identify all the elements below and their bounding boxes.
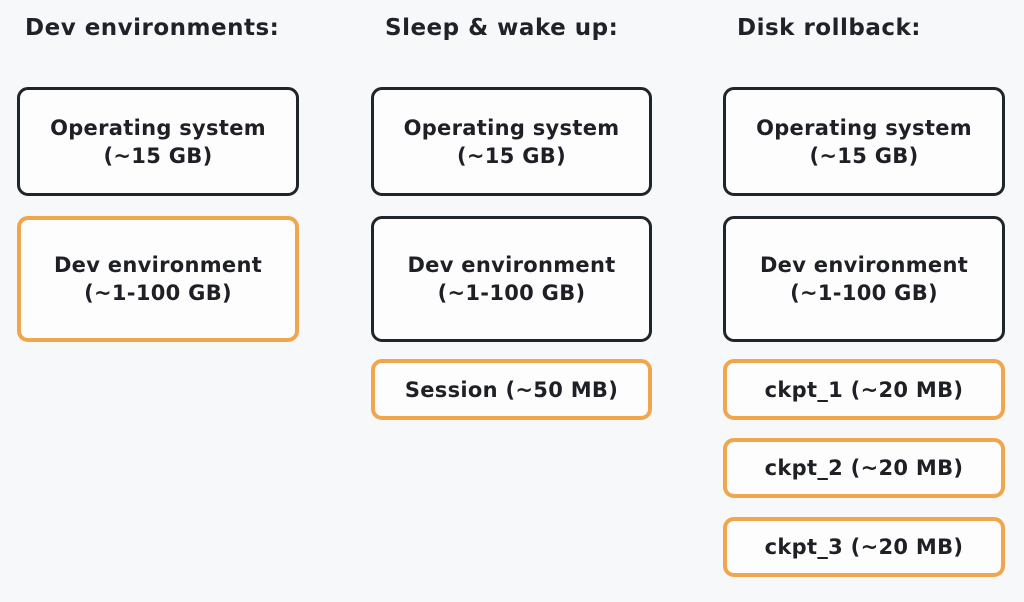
box-ckpt-2: ckpt_2 (~20 MB)	[723, 438, 1005, 498]
column-disk-rollback: Disk rollback: Operating system (~15 GB)…	[723, 0, 1005, 602]
box-label: Dev environment	[53, 253, 263, 277]
box-dev-environment: Dev environment (~1-100 GB)	[17, 216, 299, 342]
box-sublabel: (~15 GB)	[103, 143, 213, 168]
column-heading-sleep-wake-up: Sleep & wake up:	[385, 15, 619, 41]
box-sublabel: (~1-100 GB)	[790, 281, 938, 305]
box-label: ckpt_3 (~20 MB)	[764, 535, 964, 559]
box-sublabel: (~1-100 GB)	[437, 281, 586, 305]
box-session: Session (~50 MB)	[371, 359, 652, 420]
box-label: Operating system	[403, 115, 620, 140]
box-label: Session (~50 MB)	[404, 377, 619, 402]
column-sleep-wake-up: Sleep & wake up: Operating system (~15 G…	[371, 0, 652, 602]
box-label: Dev environment	[407, 253, 616, 277]
box-dev-environment: Dev environment (~1-100 GB)	[371, 216, 652, 342]
box-label: Dev environment	[759, 253, 969, 277]
box-sublabel: (~15 GB)	[809, 143, 919, 168]
box-ckpt-3: ckpt_3 (~20 MB)	[723, 517, 1005, 577]
box-label: ckpt_2 (~20 MB)	[764, 456, 964, 480]
box-operating-system: Operating system (~15 GB)	[17, 87, 299, 196]
column-heading-disk-rollback: Disk rollback:	[737, 15, 921, 41]
box-ckpt-1: ckpt_1 (~20 MB)	[723, 359, 1005, 420]
column-dev-environments: Dev environments: Operating system (~15 …	[17, 0, 299, 602]
box-label: ckpt_1 (~20 MB)	[764, 377, 964, 402]
box-operating-system: Operating system (~15 GB)	[723, 87, 1005, 196]
box-label: Operating system	[50, 115, 266, 140]
box-operating-system: Operating system (~15 GB)	[371, 87, 652, 196]
column-heading-dev-environments: Dev environments:	[25, 15, 280, 41]
box-dev-environment: Dev environment (~1-100 GB)	[723, 216, 1005, 342]
box-sublabel: (~15 GB)	[457, 143, 566, 168]
box-label: Operating system	[756, 115, 972, 140]
box-sublabel: (~1-100 GB)	[84, 281, 232, 305]
